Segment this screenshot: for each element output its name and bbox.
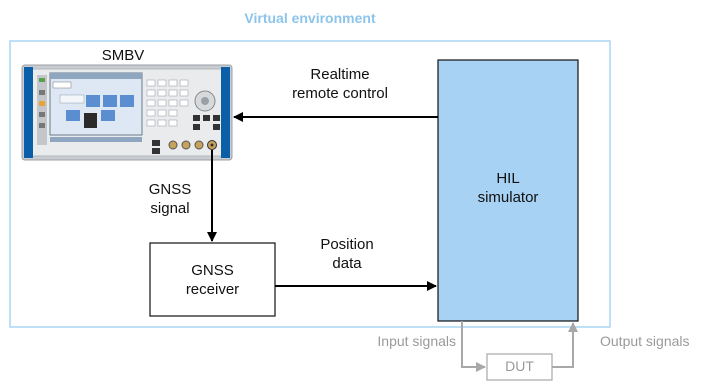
gnss-signal-label: GNSS signal xyxy=(130,181,210,219)
position-data-label-line1: Position xyxy=(320,236,374,253)
hil-simulator-label: HIL simulator xyxy=(438,170,578,208)
hil-simulator-label-line2: simulator xyxy=(477,188,539,206)
gnss-receiver-label: GNSS receiver xyxy=(150,262,275,300)
virtual-environment-frame xyxy=(9,40,611,328)
gnss-signal-label-line2: signal xyxy=(150,199,190,217)
dut-label: DUT xyxy=(505,358,534,374)
smbv-instrument-image xyxy=(21,64,233,161)
remote-control-label-line1: Realtime xyxy=(310,66,370,83)
virtual-environment-title: Virtual environment xyxy=(244,10,376,26)
smbv-label: SMBV xyxy=(101,47,145,64)
input-signals-arrow xyxy=(461,321,486,372)
hil-simulator-label-line1: HIL xyxy=(496,170,520,187)
hil-simulator-block xyxy=(437,59,579,322)
remote-control-label-line2: remote control xyxy=(292,84,388,102)
output-signals-arrow xyxy=(552,322,578,368)
gnss-signal-label-line1: GNSS xyxy=(148,181,192,198)
position-data-label-line2: data xyxy=(332,254,362,272)
gnss-receiver-block xyxy=(149,242,276,317)
gnss-receiver-label-line2: receiver xyxy=(185,280,240,298)
output-signals-label: Output signals xyxy=(600,333,690,349)
position-data-label: Position data xyxy=(307,236,387,274)
remote-control-label: Realtime remote control xyxy=(270,66,410,104)
gnss-receiver-label-line1: GNSS xyxy=(191,262,234,279)
input-signals-label: Input signals xyxy=(377,333,456,349)
